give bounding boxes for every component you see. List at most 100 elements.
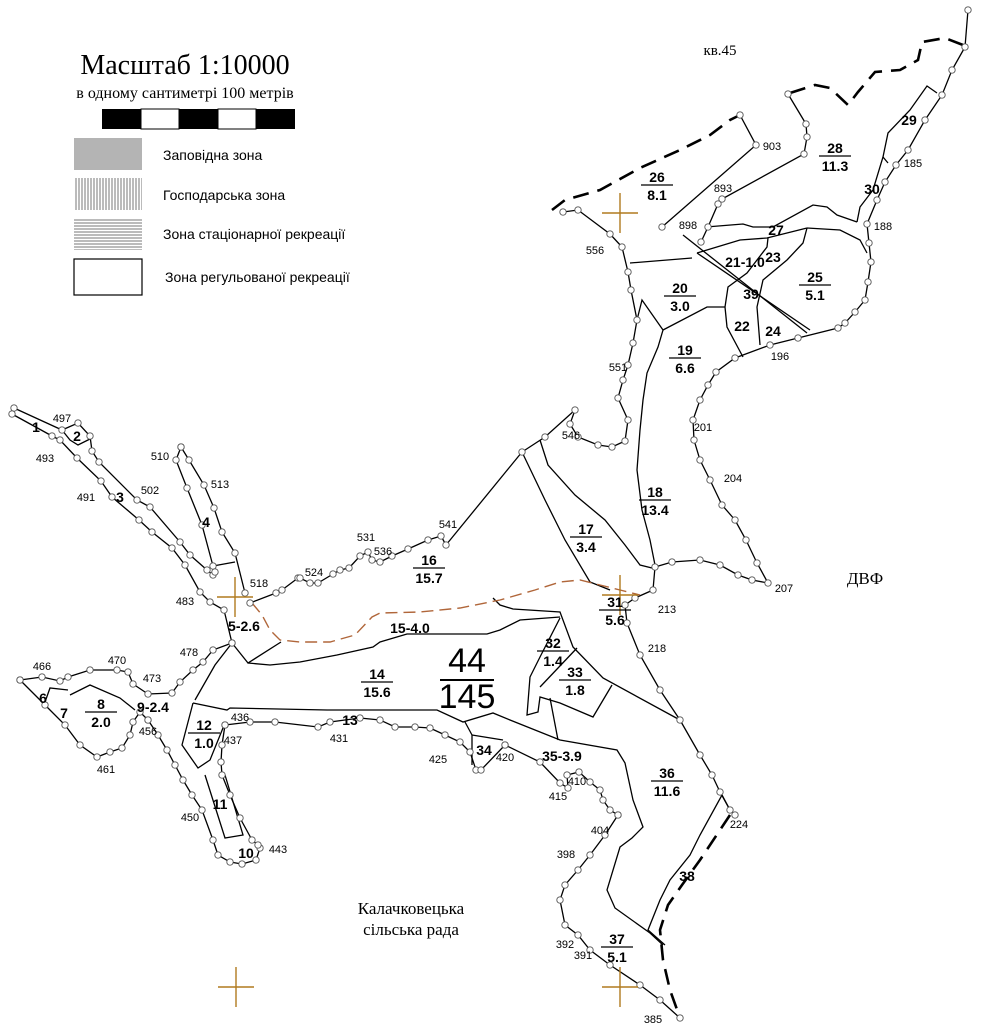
survey-point-label: 450: [181, 812, 199, 824]
survey-point-marker: [938, 91, 946, 99]
survey-point-marker: [314, 579, 322, 587]
grid-cross-icon: [217, 577, 253, 617]
compartment-division-line: [696, 227, 808, 254]
block-45-label: кв.45: [703, 43, 736, 59]
compartment-area: 11.6: [654, 783, 681, 799]
survey-point-marker: [144, 716, 152, 724]
survey-point-marker: [633, 316, 641, 324]
survey-point-label: 436: [231, 712, 249, 724]
scale-subtitle: в одному сантиметрі 100 метрів: [76, 85, 294, 102]
external-boundary-dashed: [551, 113, 741, 212]
compartment-division-line: [464, 721, 473, 765]
compartment-division-line: [212, 561, 236, 567]
survey-point-marker: [135, 516, 143, 524]
survey-point-marker: [133, 496, 141, 504]
survey-point-marker: [873, 196, 881, 204]
survey-point-marker: [176, 538, 184, 546]
survey-point-marker: [731, 811, 739, 819]
survey-point-marker: [477, 766, 485, 774]
survey-point-marker: [696, 556, 704, 564]
survey-point-marker: [136, 708, 144, 716]
survey-point-label: 461: [97, 764, 115, 776]
survey-point-marker: [752, 141, 760, 149]
compartment-number: 28: [827, 140, 843, 156]
compartment-area: 1.8: [565, 682, 585, 698]
compartment-label: 35-3.9: [542, 748, 582, 764]
survey-point-marker: [146, 503, 154, 511]
survey-point-marker: [76, 741, 84, 749]
compartment-division-line: [492, 597, 681, 721]
survey-point-marker: [211, 568, 219, 576]
survey-point-marker: [203, 566, 211, 574]
survey-point-marker: [220, 606, 228, 614]
survey-point-marker: [656, 996, 664, 1004]
survey-point-marker: [697, 238, 705, 246]
survey-point-marker: [921, 116, 929, 124]
compartment-division-line: [856, 85, 938, 223]
survey-point-marker: [803, 133, 811, 141]
survey-point-marker: [56, 677, 64, 685]
survey-point-label: 188: [874, 221, 892, 233]
legend-label: Зона регульованої рекреації: [165, 269, 350, 285]
survey-point-marker: [614, 394, 622, 402]
survey-point-label: 493: [36, 453, 54, 465]
compartment-label: 34: [476, 742, 492, 758]
compartment-division-line: [247, 616, 561, 666]
survey-point-marker: [226, 791, 234, 799]
survey-point-marker: [124, 668, 132, 676]
survey-point-marker: [238, 860, 246, 868]
survey-point-marker: [177, 443, 185, 451]
boundary-line: [13, 407, 214, 576]
survey-point-label: 898: [679, 220, 697, 232]
survey-point-marker: [376, 558, 384, 566]
grid-cross-icon: [602, 967, 638, 1007]
compartment-area: 1.0: [194, 735, 214, 751]
compartment-area: 2.0: [91, 714, 111, 730]
survey-point-marker: [73, 454, 81, 462]
survey-point-marker: [689, 416, 697, 424]
survey-point-marker: [556, 779, 564, 787]
survey-point-marker: [95, 458, 103, 466]
survey-point-marker: [706, 476, 714, 484]
compartment-division-line: [629, 257, 693, 264]
compartment-division-line: [756, 227, 808, 346]
compartment-label: 21-1.0: [725, 254, 765, 270]
compartment-label: 10: [238, 845, 254, 861]
grid-cross-icon: [218, 967, 254, 1007]
survey-point-label: 196: [771, 351, 789, 363]
compartment-area: 11.3: [822, 158, 849, 174]
legend-label: Господарська зона: [163, 187, 285, 203]
survey-point-marker: [561, 921, 569, 929]
survey-point-label: 213: [658, 604, 676, 616]
survey-point-marker: [861, 296, 869, 304]
boundary-line: [175, 446, 216, 573]
survey-point-label: 443: [269, 844, 287, 856]
survey-point-marker: [619, 376, 627, 384]
survey-point-marker: [171, 761, 179, 769]
compartment-label: 3: [116, 489, 124, 505]
survey-point-marker: [726, 806, 734, 814]
external-boundary-dashed: [789, 36, 964, 107]
compartment-number: 12: [196, 717, 212, 733]
dvf-label: ДВФ: [847, 569, 883, 588]
survey-point-marker: [574, 433, 582, 441]
survey-point-marker: [424, 536, 432, 544]
survey-point-marker: [58, 426, 66, 434]
compartment-label: 30: [864, 181, 880, 197]
survey-point-marker: [236, 814, 244, 822]
survey-point-marker: [841, 319, 849, 327]
survey-point-marker: [198, 806, 206, 814]
survey-point-marker: [48, 432, 56, 440]
survey-point-marker: [606, 961, 614, 969]
survey-point-marker: [86, 432, 94, 440]
survey-point-marker: [541, 433, 549, 441]
compartment-fraction-label: 28 11.3: [819, 140, 851, 174]
survey-point-marker: [199, 658, 207, 666]
survey-point-marker: [56, 436, 64, 444]
survey-point-marker: [714, 200, 722, 208]
compartment-division-line: [526, 617, 613, 718]
survey-point-label: 497: [53, 413, 71, 425]
survey-point-label: 524: [305, 567, 323, 579]
survey-point-marker: [196, 588, 204, 596]
